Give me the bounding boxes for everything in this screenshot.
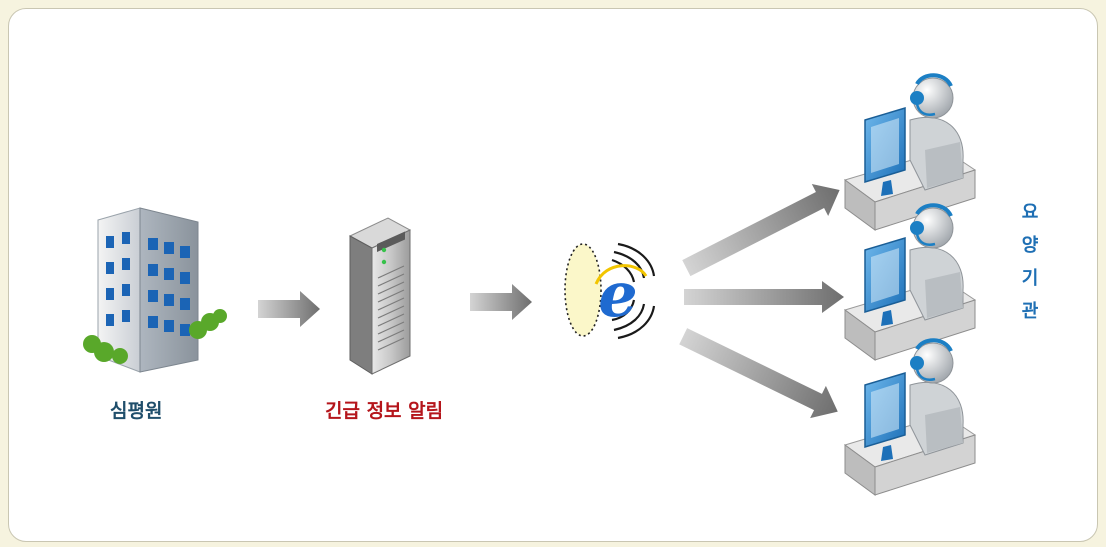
- agent-workstation-icon: [843, 73, 977, 232]
- server-tower-icon: [348, 217, 412, 375]
- arrow-to-receiver-middle: [684, 281, 844, 313]
- label-medical-institution: 요 양 기 관: [1018, 196, 1042, 328]
- label-medical-institution-char: 양: [1021, 235, 1039, 256]
- agent-workstation-icon: [843, 338, 977, 497]
- agent-workstation-icon: [843, 203, 977, 362]
- arrow-to-receiver-bottom: [679, 328, 838, 419]
- label-medical-institution-char: 관: [1021, 301, 1039, 322]
- arrow-server-to-broadcast: [470, 284, 532, 320]
- svg-text:e: e: [598, 258, 637, 331]
- label-hira: 심평원: [110, 400, 163, 422]
- arrow-hira-to-server: [258, 291, 320, 327]
- internet-explorer-wireless-icon: e: [564, 242, 656, 340]
- arrow-to-receiver-top: [682, 183, 840, 277]
- label-medical-institution-char: 기: [1021, 268, 1039, 289]
- label-medical-institution-char: 요: [1021, 202, 1039, 223]
- office-building-icon: [83, 207, 227, 373]
- label-emergency-alert: 긴급 정보 알림: [325, 400, 444, 422]
